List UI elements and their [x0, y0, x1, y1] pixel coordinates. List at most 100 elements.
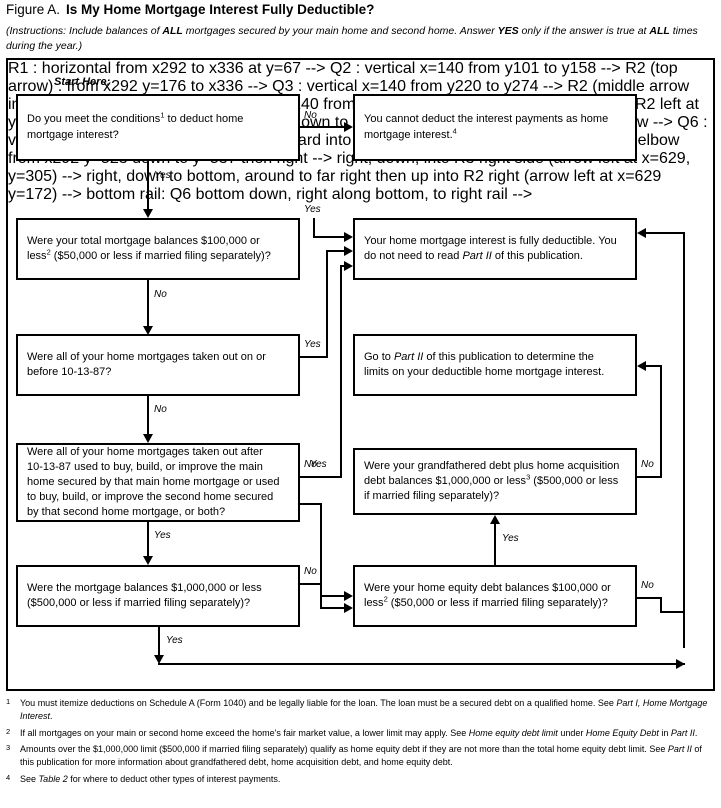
- r2-part-ii-em: Part II: [462, 250, 492, 262]
- instructions-part-3: only if the answer is true at: [518, 25, 650, 37]
- page-title: Figure A.Is My Home Mortgage Interest Fu…: [6, 2, 374, 17]
- edge-q1-no-arrow: [344, 122, 353, 132]
- edge-q5-yes-h1: [300, 476, 342, 478]
- footnote-2-text-d: .: [694, 727, 698, 738]
- footnote-1: 1 You must itemize deductions on Schedule…: [4, 697, 718, 724]
- node-q7-home-equity-debt[interactable]: Were your home equity debt balances $100…: [353, 565, 637, 627]
- r3-part-ii-em: Part II: [393, 350, 424, 363]
- footnote-1-text-a: You must itemize deductions on Schedule …: [20, 698, 617, 708]
- edge-q5-no-arrow: [637, 361, 646, 371]
- instructions: (Instructions: Include balances of ALL m…: [6, 24, 718, 54]
- footnote-2-em-a: Home equity debt limit: [468, 727, 558, 738]
- edge-q5-no-h2: [646, 365, 662, 367]
- q6-l1: Were the mortgage balances $1,000,000 or…: [27, 581, 262, 594]
- edge-label-q5-yes: Yes: [310, 459, 327, 470]
- q2-l2a: less: [27, 250, 47, 262]
- q6-l2: ($500,000 or less if married filing sepa…: [27, 597, 251, 609]
- edge-label-q6-no: No: [304, 566, 317, 577]
- edge-q7-no-v-short: [660, 597, 662, 613]
- footnote-1-em-a: Part I, Home Mortgage Interest: [20, 698, 708, 722]
- q5-l2a: debt balances $1,000,000 or less: [364, 474, 527, 487]
- q4-l4: to buy, build, or improve the second hom…: [27, 491, 274, 504]
- footnote-4-text-a: See: [20, 773, 39, 784]
- edge-label-q1-yes: Yes: [154, 170, 171, 181]
- q4-l5: by that second home mortgage, or both?: [27, 506, 226, 519]
- r1-l2a: mortgage interest.: [364, 128, 453, 141]
- instructions-yes: YES: [497, 25, 519, 37]
- edge-label-q4-no: No: [304, 459, 317, 470]
- edge-label-q7-no: No: [641, 580, 654, 591]
- node-q1-text: Do you meet the conditions1 to deduct ho…: [27, 110, 289, 142]
- footnote-1-text-b: .: [50, 711, 53, 722]
- r3-l1b: of this publication to determine the: [423, 350, 594, 363]
- node-q1-meet-conditions[interactable]: Do you meet the conditions1 to deduct ho…: [16, 94, 300, 161]
- edge-q6-yes-v: [494, 523, 496, 565]
- edge-q5-no-h1: [637, 476, 662, 478]
- node-q7-text: Were your home equity debt balances $100…: [364, 581, 626, 611]
- node-r3-go-to-part-ii[interactable]: Go to Part II of this publication to det…: [353, 334, 637, 396]
- node-q6-mortgage-balances[interactable]: Were the mortgage balances $1,000,000 or…: [16, 565, 300, 627]
- footnote-2-text-b: under: [557, 727, 586, 738]
- footnote-1-marker: 1: [6, 697, 11, 706]
- edge-q6-yes-arrow: [490, 515, 500, 524]
- node-r1-text: You cannot deduct the interest payments …: [364, 112, 626, 142]
- node-q4-taken-out-after[interactable]: Were all of your home mortgages taken ou…: [16, 443, 300, 522]
- footnote-2-em-b: Home Equity Debt: [585, 727, 659, 738]
- node-q6-text: Were the mortgage balances $1,000,000 or…: [27, 581, 289, 611]
- edge-label-q1-no: No: [304, 110, 317, 121]
- edge-q7-no-h1: [637, 597, 662, 599]
- footnote-4-text-b: for where to deduct other types of inter…: [67, 773, 281, 784]
- edge-q3-yes-v: [326, 250, 328, 358]
- footnote-2-text-a: If all mortgages on your main or second …: [20, 727, 469, 738]
- q3-l2: before 10-13-87?: [27, 366, 112, 378]
- edge-q2-no-line: [147, 280, 149, 326]
- q5-l2b: ($500,000 or less: [530, 474, 619, 487]
- q5-l3: if married filing separately)?: [364, 490, 500, 503]
- instructions-part-2: mortgages secured by your main home and …: [182, 25, 498, 37]
- q3-l1: Were all of your home mortgages taken ou…: [27, 350, 266, 363]
- node-r1-cannot-deduct[interactable]: You cannot deduct the interest payments …: [353, 94, 637, 161]
- node-r2-fully-deductible[interactable]: Your home mortgage interest is fully ded…: [353, 218, 637, 280]
- edge-q4-no-arrow: [344, 591, 353, 601]
- edge-q5-yes-v: [340, 265, 342, 478]
- footnote-3-marker: 3: [6, 742, 11, 752]
- q2-footnote-ref: 2: [46, 247, 51, 257]
- edge-q5-no-v: [660, 365, 662, 478]
- node-q5-grandfathered-debt[interactable]: Were your grandfathered debt plus home a…: [353, 448, 637, 515]
- q1-l1b: to deduct home: [164, 113, 244, 126]
- footnote-2-em-c: Part II: [670, 727, 695, 738]
- node-q5-text: Were your grandfathered debt plus home a…: [364, 459, 626, 505]
- edge-q1-yes-line: [147, 161, 149, 209]
- edge-label-q5-no: No: [641, 459, 654, 470]
- footnotes: 1 You must itemize deductions on Schedule…: [4, 697, 718, 789]
- edge-q2-yes-vline: [313, 218, 315, 238]
- figure-label: Figure A.: [6, 2, 61, 17]
- r3-l1a: Go to: [364, 350, 394, 363]
- node-q3-before-101387[interactable]: Were all of your home mortgages taken ou…: [16, 334, 300, 396]
- footnote-4: 4 See Table 2 for where to deduct other t…: [4, 773, 718, 786]
- footnote-3-em-a: Part II: [667, 743, 692, 754]
- node-q4-text: Were all of your home mortgages taken ou…: [27, 445, 289, 521]
- flowchart-frame: Start Here: Do you meet the conditions1 …: [6, 58, 715, 691]
- footnote-4-marker: 4: [6, 772, 11, 782]
- q7-l1: Were your home equity debt balances $100…: [364, 581, 611, 594]
- edge-q6-no-arrow: [344, 603, 353, 613]
- r2-l2a: do not need to read: [364, 250, 463, 262]
- footnote-2-marker: 2: [6, 726, 11, 736]
- q7-footnote-ref: 2: [383, 594, 388, 604]
- bottom-rail-horizontal: [158, 663, 685, 665]
- q1-footnote-ref: 1: [160, 110, 165, 120]
- q1-l2: mortgage interest?: [27, 128, 119, 141]
- edge-q1-yes-arrow: [143, 209, 153, 218]
- instructions-part-4: times during the year.): [6, 25, 698, 52]
- edge-label-q3-yes: Yes: [304, 339, 321, 350]
- q4-l2: 10-13-87 used to buy, build, or improve …: [27, 460, 263, 473]
- edge-q5-yes-arrow: [344, 261, 353, 271]
- footnote-4-em-a: Table 2: [38, 773, 68, 784]
- node-q2-total-balances[interactable]: Were your total mortgage balances $100,0…: [16, 218, 300, 280]
- node-r3-text: Go to Part II of this publication to det…: [364, 350, 626, 380]
- edge-q6-no-h1: [300, 583, 322, 585]
- edge-q2-yes-line: [313, 236, 348, 238]
- q4-l1: Were all of your home mortgages taken ou…: [27, 445, 263, 458]
